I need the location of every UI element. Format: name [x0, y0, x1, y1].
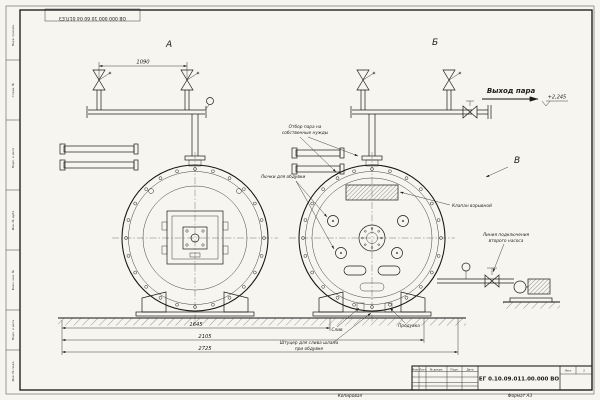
steam-outlet-label: Выход пара [487, 87, 536, 95]
view-v-label: В [514, 156, 520, 166]
pump-unit [503, 278, 560, 309]
hand-hole [343, 265, 367, 276]
callout-steam-tap: Отбор пара на собственные нужды [282, 124, 359, 173]
tb-col-docum: № докум. [430, 367, 443, 371]
document-number: ЕГ 0.10.09.011.00.000 ВО [479, 377, 559, 383]
left-boiler-saddles [135, 291, 255, 317]
tb-col-list: Лист [419, 367, 426, 371]
right-sootblower-lances [291, 147, 345, 175]
furnace-door [161, 210, 229, 265]
safety-valve-icon [442, 69, 462, 91]
svg-text:Лючки для обдувки: Лючки для обдувки [260, 174, 306, 180]
tb-sheet-label: Лист [565, 368, 572, 372]
line-valve-icon [484, 267, 500, 288]
svg-text:Отбор пара на: Отбор пара на [289, 124, 322, 130]
svg-text:2725: 2725 [198, 346, 212, 352]
right-boiler-saddles [312, 291, 432, 317]
title-block: Изм. Лист № докум. Подп. Дата ЕГ 0.10.09… [411, 365, 593, 391]
steam-outlet-annotation: Выход пара +2,245 [482, 87, 568, 107]
safety-valve-icon [180, 69, 200, 91]
dimension-2725: 2725 [61, 318, 459, 355]
callout-blowdown: Продувка [389, 307, 420, 329]
copied-note: Копировал [338, 393, 363, 399]
bottom-port [359, 282, 385, 292]
margin-label: Перв. примен. [11, 24, 15, 47]
margin-label: Подп. и дата [11, 148, 15, 169]
tb-col-data: Дата [467, 367, 474, 371]
explosion-valve-port [345, 184, 399, 201]
svg-text:Линия подключения: Линия подключения [482, 232, 530, 238]
shell-fitting [148, 188, 154, 194]
svg-text:Продувка: Продувка [398, 323, 420, 329]
elevation-mark: +2,245 [541, 95, 568, 107]
left-boiler-steam-piping [86, 69, 214, 167]
right-boiler-front-view [289, 152, 455, 322]
ground-line [58, 317, 466, 326]
left-sootblower-lances [59, 143, 139, 171]
svg-text:Клапан взрывной: Клапан взрывной [452, 203, 492, 209]
callout-explosion-valve: Клапан взрывной [399, 191, 492, 209]
view-v-marker: В [485, 156, 520, 178]
view-a-label: А [165, 40, 172, 50]
svg-text:2105: 2105 [198, 334, 212, 340]
hand-hole [377, 265, 401, 276]
margin-label: Подп. и дата [11, 320, 15, 341]
callout-drain: Слив [331, 307, 360, 333]
svg-text:1645: 1645 [189, 322, 203, 328]
sootblow-hatch-ports [327, 215, 409, 259]
manhole-flange [358, 224, 386, 252]
svg-text:Штуцер для слива шлама: Штуцер для слива шлама [280, 340, 339, 346]
format-note: Формат А3 [508, 393, 533, 399]
outlet-valve-icon [462, 100, 478, 119]
callout-sludge: Штуцер для слива шлама при обдувке [280, 312, 372, 352]
margin-label: Инв. № дубл. [11, 210, 15, 231]
safety-valve-icon [92, 69, 112, 91]
left-boiler-front-view [112, 152, 278, 322]
pressure-gauge-icon [461, 262, 471, 279]
dimension-1645: 1645 [61, 318, 331, 355]
tb-col-podp: Подп. [450, 367, 458, 371]
bolt-holes [301, 167, 443, 309]
callout-hatches: Лючки для обдувки [260, 174, 335, 250]
margin-label: Справ. № [11, 83, 15, 98]
view-b-label: Б [432, 38, 438, 48]
title-stamp-top: ОВ 000 000 10 60 04 01Л.ЕЗ [44, 8, 141, 22]
margin-label: Взам. инв. № [11, 270, 15, 290]
margin-column: Перв. примен. Справ. № Подп. и дата Инв.… [6, 24, 20, 382]
second-pump-line [437, 262, 560, 309]
dimension-2105: 2105 [61, 318, 425, 343]
svg-text:второго насоса: второго насоса [489, 239, 524, 244]
callout-second-pump: Линия подключения второго насоса [482, 232, 530, 273]
safety-valve-icon [356, 69, 376, 91]
tb-col-izm: Изм. [412, 367, 418, 371]
shell-fitting [236, 188, 242, 194]
tb-sheet-number: 2 [583, 368, 585, 372]
right-boiler-steam-piping [350, 69, 492, 167]
stamp-code: ОВ 000 000 10 60 04 01Л.ЕЗ [59, 15, 126, 21]
svg-text:Слив: Слив [331, 327, 343, 333]
bolt-holes [124, 167, 266, 309]
pressure-gauge-icon [204, 97, 214, 111]
dimension-valve-span: 1090 [98, 60, 188, 80]
svg-text:при обдувке: при обдувке [295, 346, 324, 352]
margin-label: Инв. № подл. [11, 361, 15, 382]
elevation-text: +2,245 [548, 95, 567, 101]
drawing-frame [5, 5, 595, 395]
dim-valve-span-text: 1090 [136, 60, 150, 66]
svg-text:собственные нужды: собственные нужды [282, 130, 329, 136]
